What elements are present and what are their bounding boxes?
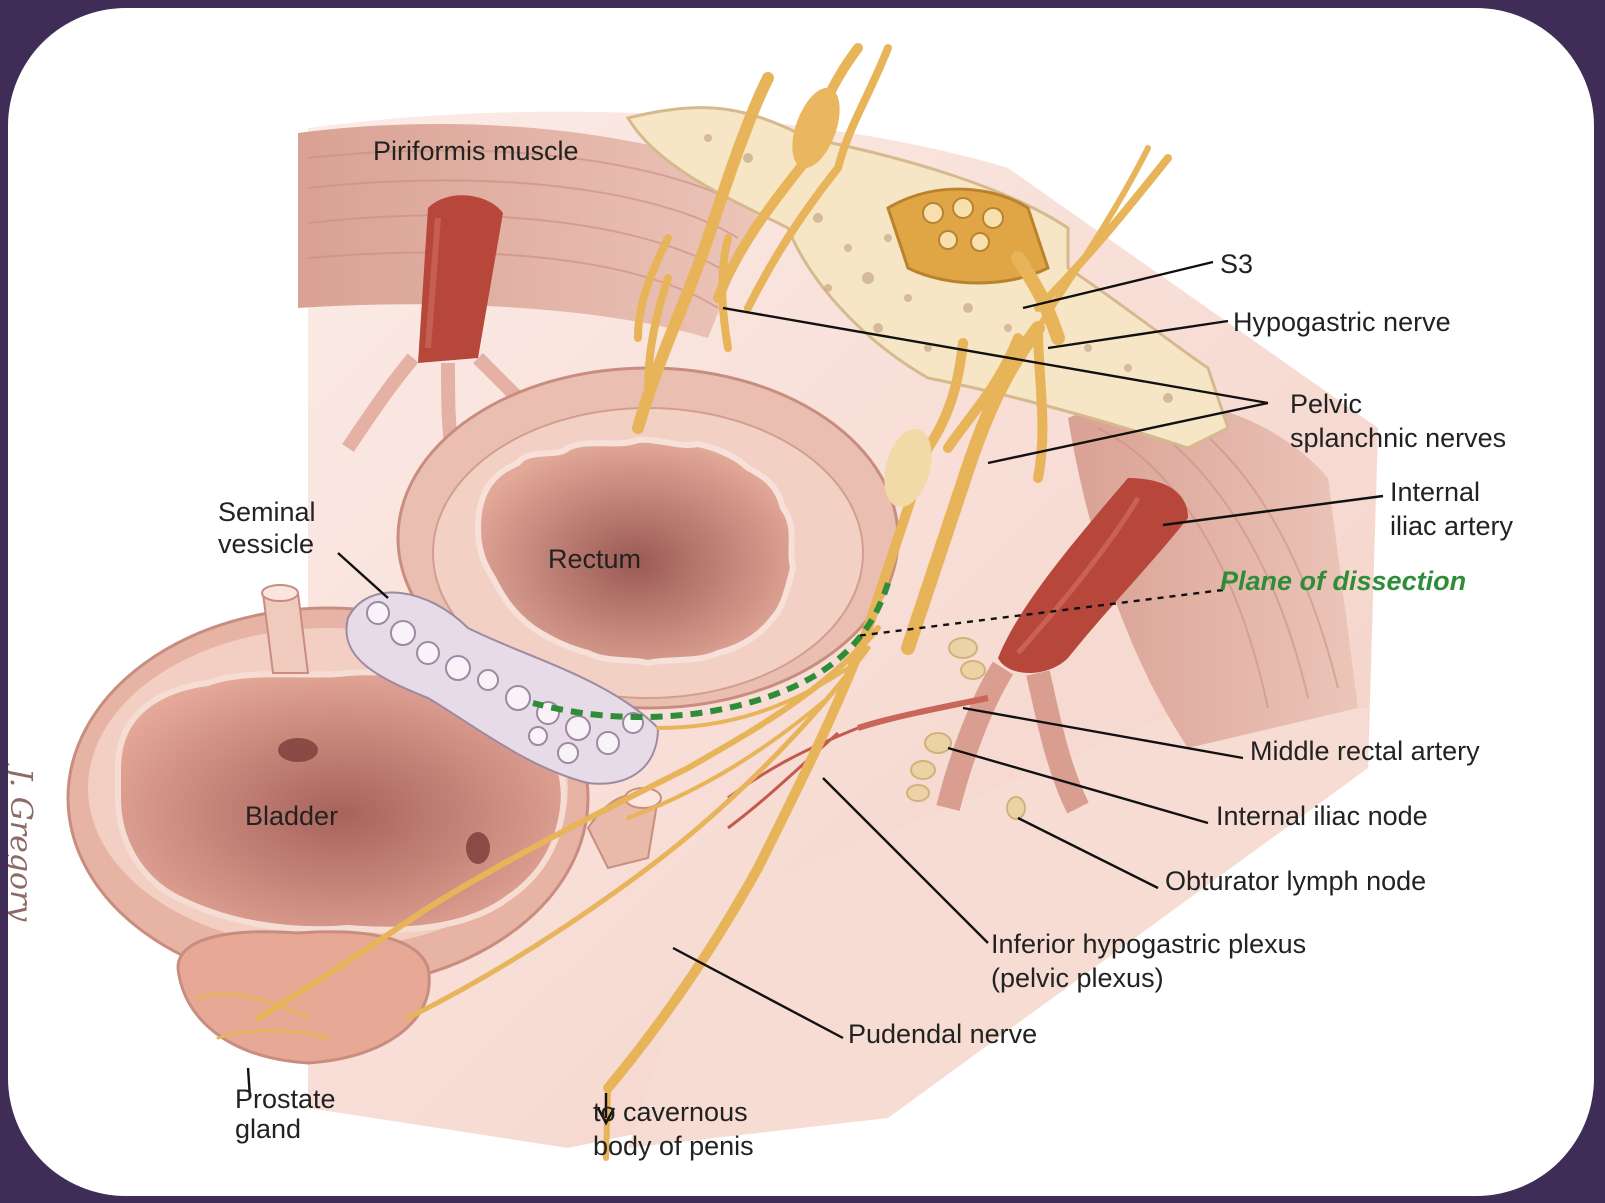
label-obturator-lymph-node: Obturator lymph node bbox=[1165, 865, 1426, 897]
label-bladder: Bladder bbox=[245, 800, 338, 832]
label-prostate-1: Prostate bbox=[235, 1083, 336, 1115]
pelvic-anatomy-illustration bbox=[8, 8, 1594, 1196]
label-inferior-hypogastric-2: (pelvic plexus) bbox=[991, 962, 1164, 994]
label-internal-iliac-node: Internal iliac node bbox=[1216, 800, 1428, 832]
label-hypogastric-nerve: Hypogastric nerve bbox=[1233, 306, 1451, 338]
label-internal-iliac-artery-2: iliac artery bbox=[1390, 510, 1513, 542]
label-rectum: Rectum bbox=[548, 543, 641, 575]
label-prostate-2: gland bbox=[235, 1113, 301, 1145]
label-pelvic-splanchnic-2: splanchnic nerves bbox=[1290, 422, 1506, 454]
label-seminal-1: Seminal bbox=[218, 496, 316, 528]
label-inferior-hypogastric-1: Inferior hypogastric plexus bbox=[991, 928, 1306, 960]
label-seminal-2: vessicle bbox=[218, 528, 314, 560]
label-cavernous-2: body of penis bbox=[593, 1130, 754, 1162]
label-plane-of-dissection: Plane of dissection bbox=[1220, 565, 1466, 597]
label-middle-rectal-artery: Middle rectal artery bbox=[1250, 735, 1480, 767]
label-pelvic-splanchnic-1: Pelvic bbox=[1290, 388, 1362, 420]
label-s3: S3 bbox=[1220, 248, 1253, 280]
label-pudendal-nerve: Pudendal nerve bbox=[848, 1018, 1037, 1050]
artist-signature: J. Gregory bbox=[8, 768, 38, 921]
label-internal-iliac-artery-1: Internal bbox=[1390, 476, 1480, 508]
label-piriformis-muscle: Piriformis muscle bbox=[373, 135, 579, 167]
slide-panel: J. Gregory Piriformis muscle S3 Hypogast… bbox=[8, 8, 1594, 1196]
label-cavernous-1: to cavernous bbox=[593, 1096, 748, 1128]
